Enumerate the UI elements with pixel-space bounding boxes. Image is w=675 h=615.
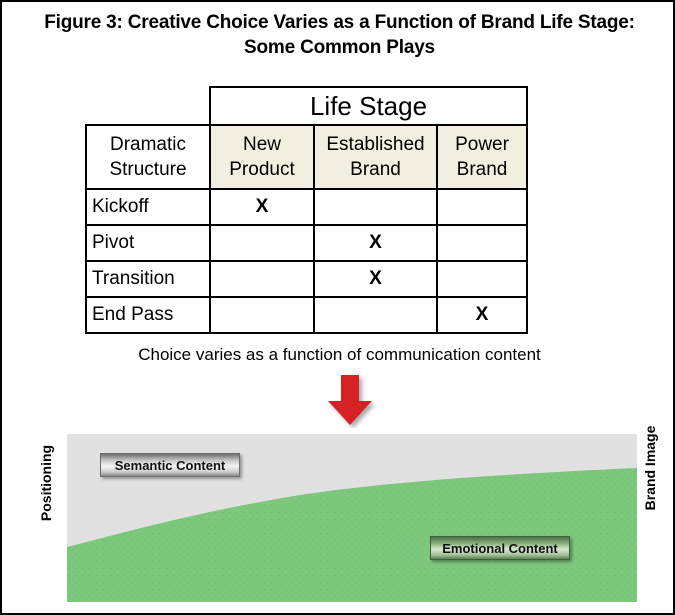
axis-label-brand-image: Brand Image	[642, 425, 658, 511]
column-header-power-brand-line-2: Brand	[456, 159, 508, 180]
cell-end-pass-power-brand: X	[435, 296, 529, 334]
row-header-pivot: Pivot	[85, 224, 211, 262]
title-line-2: Some Common Plays	[244, 37, 435, 58]
label-emotional-content: Emotional Content	[430, 536, 570, 560]
cell-end-pass-established-brand	[313, 296, 438, 334]
label-semantic-content: Semantic Content	[100, 453, 240, 477]
cell-transition-power-brand	[435, 260, 529, 298]
row-header-kickoff: Kickoff	[85, 188, 211, 226]
column-header-new-product-line-1: New	[242, 134, 281, 155]
title-line-1: Figure 3: Creative Choice Varies as a Fu…	[44, 12, 635, 33]
cell-kickoff-established-brand	[313, 188, 438, 226]
table-row: End Pass X	[85, 296, 529, 334]
corner-header-line-2: Structure	[109, 159, 187, 180]
column-header-new-product: New Product	[209, 124, 315, 190]
matrix-blank-corner	[86, 87, 210, 125]
axis-label-positioning: Positioning	[38, 444, 54, 522]
table-row-column-headers: Dramatic Structure New Product Establish…	[85, 124, 529, 190]
emotional-content-region	[67, 468, 637, 602]
row-header-transition: Transition	[85, 260, 211, 298]
cell-transition-new-product	[209, 260, 315, 298]
corner-header-dramatic-structure: Dramatic Structure	[85, 124, 211, 190]
column-header-established-brand-line-1: Established	[326, 134, 425, 155]
chart-caption: Choice varies as a function of communica…	[138, 345, 541, 364]
column-header-new-product-line-2: Product	[229, 159, 295, 180]
table-row: Kickoff X	[85, 188, 529, 226]
super-header-life-stage: Life Stage	[208, 86, 529, 126]
down-arrow-icon	[322, 374, 378, 428]
cell-kickoff-power-brand	[435, 188, 529, 226]
life-stage-matrix: Life Stage Dramatic Structure New Produc…	[85, 86, 529, 334]
column-header-power-brand-line-1: Power	[455, 134, 509, 155]
column-header-power-brand: Power Brand	[435, 124, 529, 190]
table-row: Pivot X	[85, 224, 529, 262]
row-header-end-pass: End Pass	[85, 296, 211, 334]
page-title: Figure 3: Creative Choice Varies as a Fu…	[2, 10, 673, 60]
corner-header-line-1: Dramatic	[109, 134, 186, 155]
table-row: Transition X	[85, 260, 529, 298]
cell-kickoff-new-product: X	[209, 188, 315, 226]
cell-transition-established-brand: X	[313, 260, 438, 298]
cell-end-pass-new-product	[209, 296, 315, 334]
cell-pivot-established-brand: X	[313, 224, 438, 262]
cell-pivot-power-brand	[435, 224, 529, 262]
column-header-established-brand: Established Brand	[313, 124, 438, 190]
cell-pivot-new-product	[209, 224, 315, 262]
column-header-established-brand-line-2: Brand	[350, 159, 401, 180]
table-row-super-header: Life Stage	[86, 86, 529, 126]
